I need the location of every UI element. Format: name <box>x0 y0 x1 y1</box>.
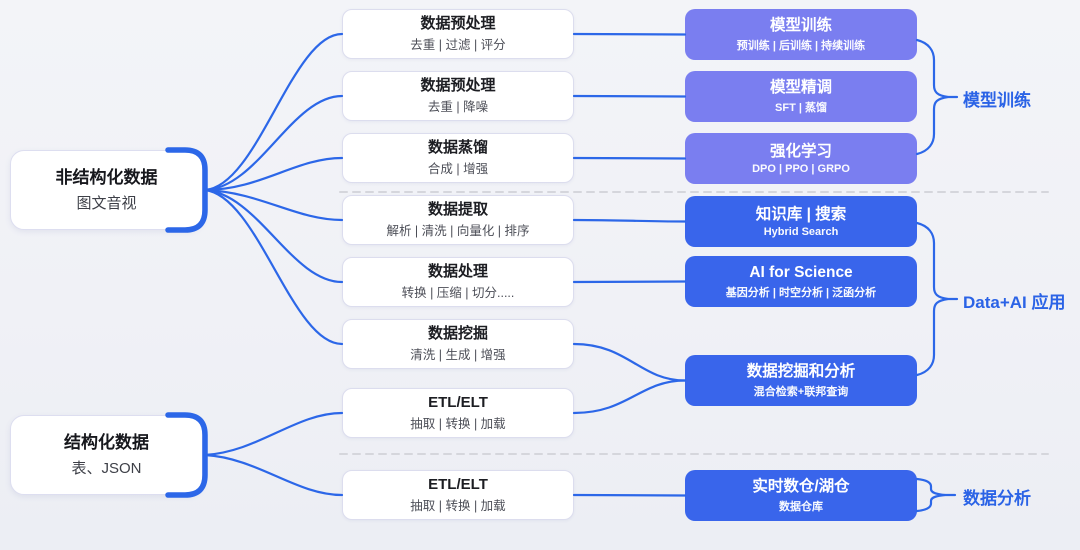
node-subtitle: DPO | PPO | GRPO <box>752 163 850 176</box>
node-subtitle: 转换 | 压缩 | 切分..... <box>401 286 515 301</box>
process-node-etl-2: ETL/ELT 抽取 | 转换 | 加载 <box>342 470 574 520</box>
result-node-reinforcement-learning: 强化学习 DPO | PPO | GRPO <box>685 133 917 184</box>
node-subtitle: 清洗 | 生成 | 增强 <box>410 348 506 363</box>
node-subtitle: 图文音视 <box>76 194 137 212</box>
result-node-ai-for-science: AI for Science 基因分析 | 时空分析 | 泛函分析 <box>685 256 917 307</box>
node-title: 模型训练 <box>769 16 832 34</box>
node-title: 数据预处理 <box>420 14 496 32</box>
node-subtitle: 数据仓库 <box>779 501 823 514</box>
group-label-data-analysis: 数据分析 <box>963 489 1031 508</box>
result-node-mining-analysis: 数据挖掘和分析 混合检索+联邦查询 <box>685 355 917 406</box>
node-title: 模型精调 <box>769 78 832 96</box>
process-node-mining: 数据挖掘 清洗 | 生成 | 增强 <box>342 319 574 369</box>
group-braces <box>915 38 959 513</box>
group-label-data-ai-apps: Data+AI 应用 <box>963 293 1066 312</box>
node-title: 数据处理 <box>427 262 488 280</box>
node-subtitle: 去重 | 降噪 <box>427 100 489 115</box>
node-title: 数据预处理 <box>420 76 496 94</box>
process-node-extract: 数据提取 解析 | 清洗 | 向量化 | 排序 <box>342 195 574 245</box>
node-title: 知识库 | 搜索 <box>755 205 847 223</box>
group-label-model-training: 模型训练 <box>963 91 1031 110</box>
node-title: 数据提取 <box>427 200 488 218</box>
node-title: 数据蒸馏 <box>427 138 488 156</box>
node-title: ETL/ELT <box>428 475 488 493</box>
node-subtitle: 抽取 | 转换 | 加载 <box>410 499 506 514</box>
node-title: 非结构化数据 <box>55 168 158 188</box>
node-title: 结构化数据 <box>64 433 149 453</box>
process-node-preprocess-2: 数据预处理 去重 | 降噪 <box>342 71 574 121</box>
node-subtitle: 去重 | 过滤 | 评分 <box>410 38 506 53</box>
node-subtitle: 预训练 | 后训练 | 持续训练 <box>736 40 866 53</box>
source-node-unstructured-data: 非结构化数据 图文音视 <box>10 150 203 230</box>
node-title: 数据挖掘 <box>427 324 488 342</box>
node-subtitle: Hybrid Search <box>763 226 839 239</box>
result-node-realtime-warehouse: 实时数仓/湖仓 数据仓库 <box>685 470 917 521</box>
node-title: 数据挖掘和分析 <box>746 362 856 380</box>
node-title: AI for Science <box>749 263 853 281</box>
result-node-fine-tuning: 模型精调 SFT | 蒸馏 <box>685 71 917 122</box>
node-subtitle: 合成 | 增强 <box>427 162 489 177</box>
process-node-transform: 数据处理 转换 | 压缩 | 切分..... <box>342 257 574 307</box>
node-title: 强化学习 <box>769 142 832 160</box>
node-title: 实时数仓/湖仓 <box>752 477 850 495</box>
node-subtitle: SFT | 蒸馏 <box>775 102 827 115</box>
result-node-knowledge-base-search: 知识库 | 搜索 Hybrid Search <box>685 196 917 247</box>
node-title: ETL/ELT <box>428 393 488 411</box>
node-subtitle: 解析 | 清洗 | 向量化 | 排序 <box>386 224 530 239</box>
process-node-preprocess-1: 数据预处理 去重 | 过滤 | 评分 <box>342 9 574 59</box>
node-subtitle: 混合检索+联邦查询 <box>753 386 849 399</box>
process-node-distill: 数据蒸馏 合成 | 增强 <box>342 133 574 183</box>
process-node-etl-1: ETL/ELT 抽取 | 转换 | 加载 <box>342 388 574 438</box>
node-subtitle: 表、JSON <box>71 459 142 477</box>
result-node-model-training: 模型训练 预训练 | 后训练 | 持续训练 <box>685 9 917 60</box>
node-subtitle: 抽取 | 转换 | 加载 <box>410 417 506 432</box>
source-node-structured-data: 结构化数据 表、JSON <box>10 415 203 495</box>
node-subtitle: 基因分析 | 时空分析 | 泛函分析 <box>725 287 877 300</box>
